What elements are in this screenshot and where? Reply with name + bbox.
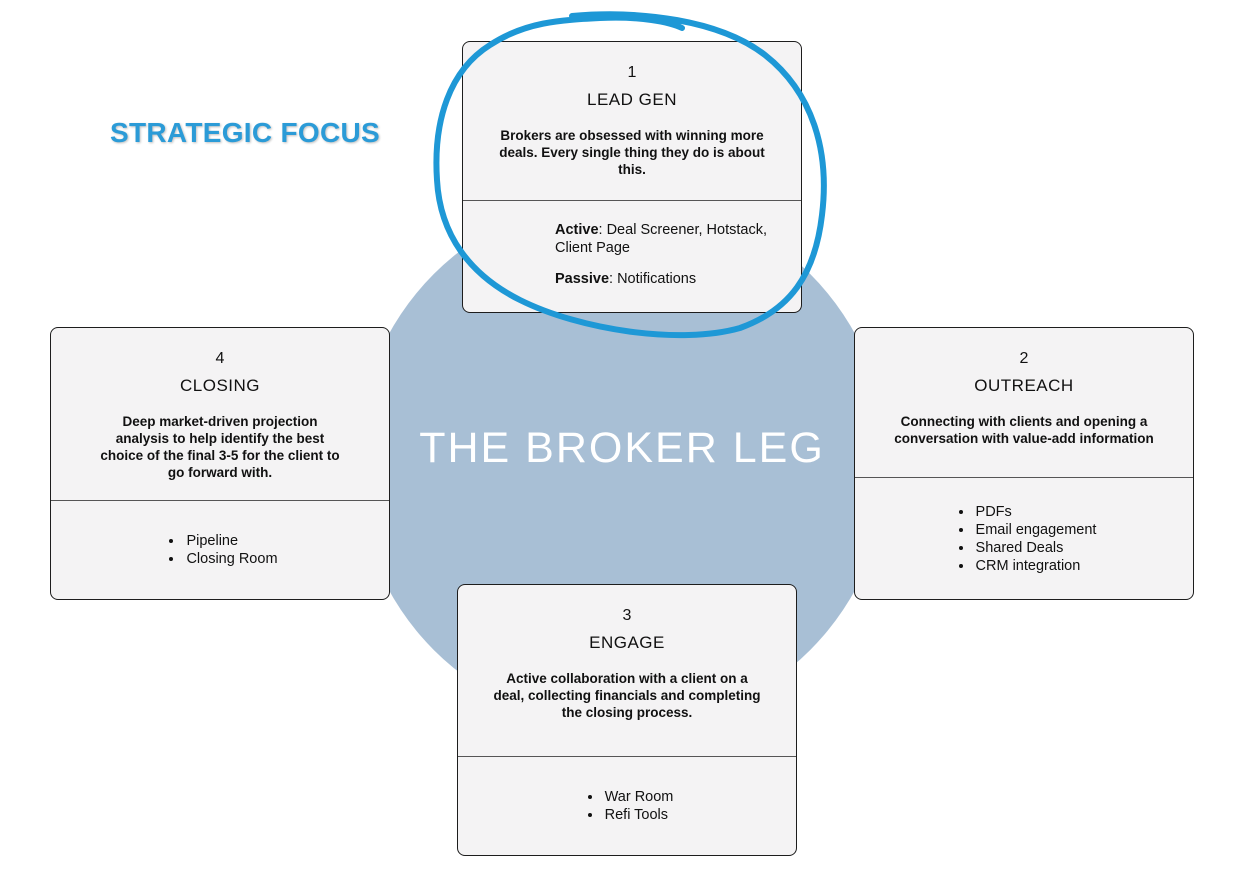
card-description: Brokers are obsessed with winning more d… [499,128,765,177]
card-title: ENGAGE [589,633,665,652]
card-header: 3 ENGAGE Active collaboration with a cli… [458,607,796,721]
feature-list: PDFs Email engagement Shared Deals CRM i… [952,503,1097,575]
passive-label: Passive [555,271,610,287]
list-item: Pipeline [184,532,277,550]
card-title: CLOSING [179,376,261,395]
card-divider [458,756,796,757]
card-features: War Room Refi Tools [458,757,796,855]
active-label: Active [555,222,599,238]
card-description: Active collaboration with a client on a … [493,671,761,720]
card-number: 3 [622,607,632,624]
list-item: Refi Tools [603,806,674,824]
card-features: Active: Deal Screener, Hotstack, Client … [463,201,801,312]
feature-list: War Room Refi Tools [581,788,674,824]
card-number: 4 [215,350,225,367]
card-lead-gen: 1 LEAD GEN Brokers are obsessed with win… [462,41,802,313]
card-outreach: 2 OUTREACH Connecting with clients and o… [854,327,1194,600]
card-divider [855,477,1193,478]
center-title: THE BROKER LEG [419,424,825,472]
card-divider [51,500,389,501]
card-description: Deep market-driven projection analysis t… [100,414,340,480]
card-title: LEAD GEN [587,90,677,109]
card-features: PDFs Email engagement Shared Deals CRM i… [855,478,1193,599]
card-closing: 4 CLOSING Deep market-driven projection … [50,327,390,600]
list-item: Closing Room [184,550,277,568]
strategic-focus-label: STRATEGIC FOCUS [110,117,380,148]
passive-value: : Notifications [609,271,697,287]
card-engage: 3 ENGAGE Active collaboration with a cli… [457,584,797,856]
list-item: Shared Deals [974,539,1097,557]
card-number: 2 [1019,350,1029,367]
list-item: PDFs [974,503,1097,521]
card-header: 1 LEAD GEN Brokers are obsessed with win… [463,64,801,178]
card-header: 4 CLOSING Deep market-driven projection … [51,350,389,481]
card-title: OUTREACH [974,376,1074,395]
feature-list: Pipeline Closing Room [162,532,277,568]
passive-features: Passive: Notifications [555,270,801,288]
card-header: 2 OUTREACH Connecting with clients and o… [855,350,1193,447]
active-features: Active: Deal Screener, Hotstack, Client … [555,221,801,257]
list-item: Email engagement [974,521,1097,539]
card-description: Connecting with clients and opening a co… [894,414,1154,446]
list-item: War Room [603,788,674,806]
card-features: Pipeline Closing Room [51,501,389,599]
card-number: 1 [627,64,637,81]
list-item: CRM integration [974,557,1097,575]
